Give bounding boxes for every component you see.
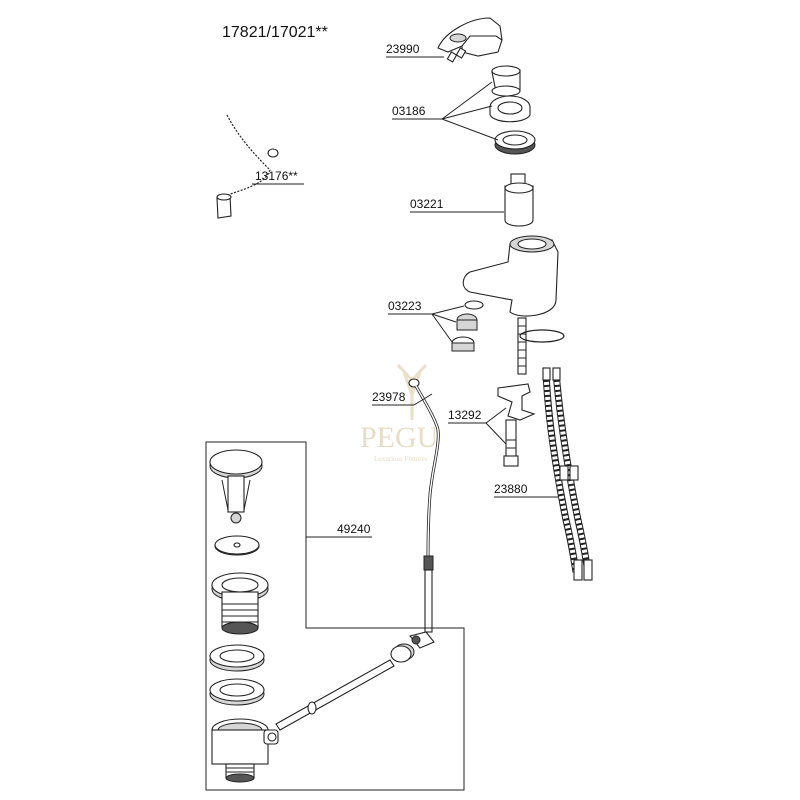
lever-handle bbox=[437, 17, 503, 57]
aerator-parts bbox=[451, 300, 484, 352]
lift-rod bbox=[408, 378, 440, 633]
waste-body bbox=[211, 718, 279, 783]
waste-gasket-1 bbox=[209, 644, 265, 672]
mounting-stud bbox=[517, 317, 565, 375]
diagram-title: 17821/17021** bbox=[222, 24, 328, 41]
label-49240: 49240 bbox=[337, 522, 371, 536]
popup-plug bbox=[209, 449, 263, 524]
waste-flange bbox=[211, 572, 269, 635]
set-screws bbox=[446, 47, 467, 63]
cartridge bbox=[504, 173, 534, 227]
flexible-hoses bbox=[542, 367, 593, 581]
label-23990: 23990 bbox=[386, 42, 420, 56]
label-03221: 03221 bbox=[410, 197, 444, 211]
cover-ring bbox=[489, 95, 531, 123]
threaded-nut bbox=[494, 130, 536, 155]
label-03223: 03223 bbox=[388, 299, 422, 313]
label-13292: 13292 bbox=[448, 408, 482, 422]
waste-gasket-2 bbox=[209, 678, 265, 706]
label-23880: 23880 bbox=[494, 482, 528, 496]
chain-and-plug bbox=[216, 114, 279, 219]
watermark-brand: PEGU bbox=[360, 421, 439, 454]
cap-clip bbox=[491, 65, 521, 97]
waste-kit-outline bbox=[205, 441, 465, 791]
pivot-rod-assembly bbox=[275, 631, 435, 731]
mixer-body bbox=[462, 235, 559, 317]
label-23978: 23978 bbox=[372, 390, 406, 404]
mounting-bracket bbox=[497, 383, 536, 467]
flange-washer bbox=[214, 535, 260, 556]
watermark: PEGU Luxurious Fixtures bbox=[360, 363, 439, 463]
label-13176: 13176** bbox=[255, 169, 298, 183]
label-03186: 03186 bbox=[392, 104, 426, 118]
watermark-tagline: Luxurious Fixtures bbox=[374, 455, 428, 463]
